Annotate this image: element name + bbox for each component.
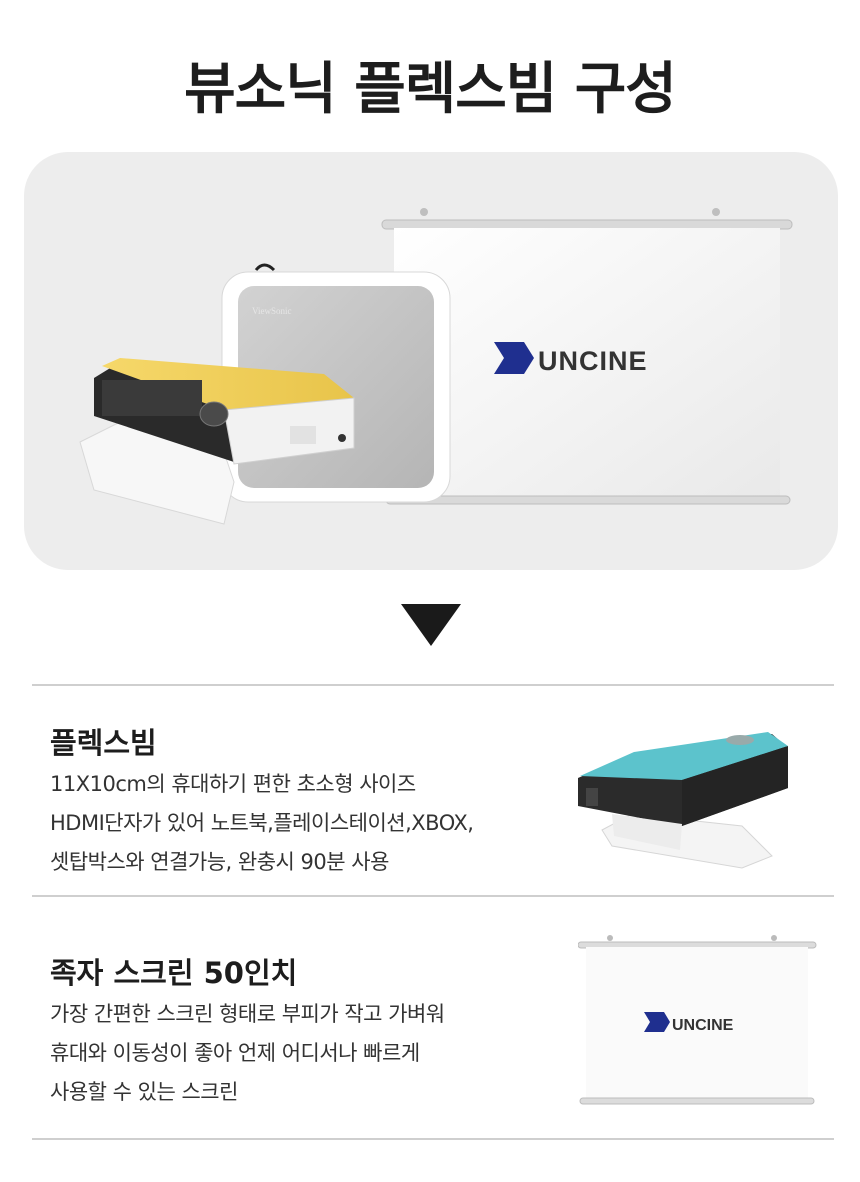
- section-desc-line: 사용할 수 있는 스크린: [50, 1080, 238, 1104]
- section-divider: [32, 684, 834, 686]
- hero-illustration: UNCINE ViewSonic: [79, 208, 793, 525]
- hero-brand-text: ViewSonic: [252, 306, 291, 316]
- section-desc-line: 11X10cm의 휴대하기 편한 초소형 사이즈: [50, 772, 416, 796]
- section-desc-line: 휴대와 이동성이 좋아 언제 어디서나 빠르게: [50, 1041, 420, 1065]
- hero-screen-logo: UNCINE: [538, 346, 648, 376]
- page-title: 뷰소닉 플렉스빔 구성: [184, 57, 677, 122]
- section-title-scroll-screen: 족자 스크린 50인치: [50, 956, 298, 990]
- section-desc-line: 가장 간편한 스크린 형태로 부피가 작고 가벼워: [50, 1002, 445, 1026]
- section-desc-line: HDMI단자가 있어 노트북,플레이스테이션,XBOX,: [50, 811, 474, 835]
- projector-yellow: [79, 358, 355, 525]
- projector-thumbnail: [572, 718, 794, 890]
- down-arrow-icon: [401, 604, 461, 646]
- thumbnail-screen-logo: UNCINE: [672, 1017, 734, 1034]
- screen-thumbnail: UNCINE: [577, 932, 818, 1112]
- section-divider: [32, 895, 834, 897]
- hero-product-image: UNCINE ViewSonic: [24, 152, 838, 570]
- hanging-screen: UNCINE: [381, 208, 793, 505]
- section-desc-line: 셋탑박스와 연결가능, 완충시 90분 사용: [50, 850, 389, 874]
- section-divider: [32, 1138, 834, 1140]
- section-title-flexbeam: 플렉스빔: [50, 726, 157, 760]
